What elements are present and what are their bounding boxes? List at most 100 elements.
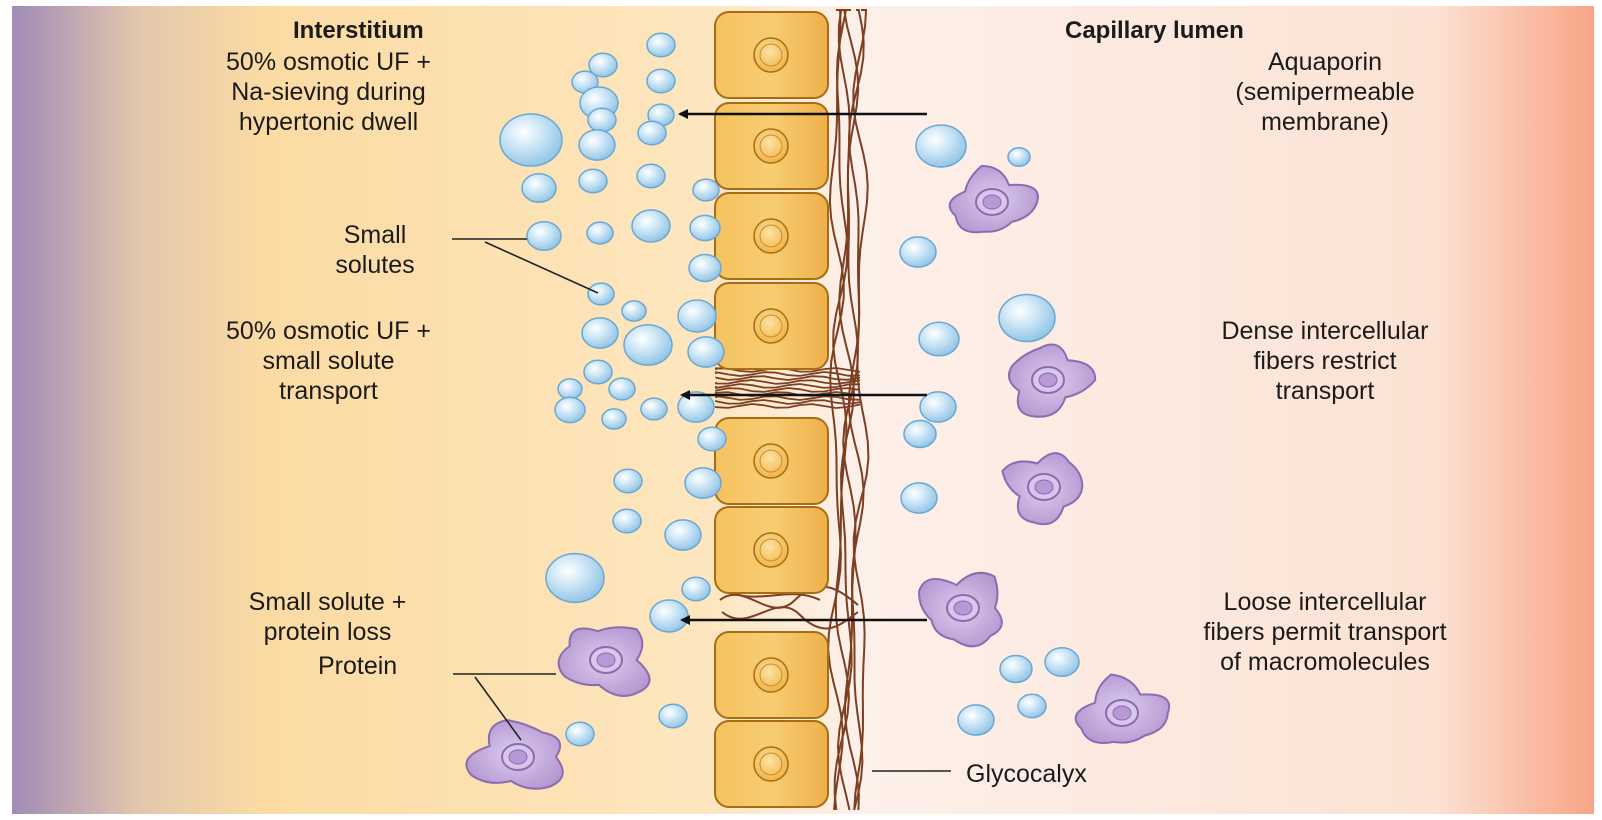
hypertonic-dwell-label: 50% osmotic UF + Na-sieving during hyper… [166, 47, 491, 137]
solute-bubble [647, 69, 675, 93]
protein-nucleus [954, 601, 972, 615]
solute-bubble [632, 210, 670, 242]
loose-fibers-line-3: of macromolecules [1140, 647, 1510, 677]
solute-bubble [566, 722, 594, 746]
protein-nucleus [509, 750, 527, 764]
solute-bubble [904, 421, 936, 448]
small-solutes-label: Small solutes [310, 220, 440, 280]
endothelial-cell [715, 12, 828, 98]
solute-bubble [678, 392, 714, 422]
solute-bubble [637, 164, 665, 188]
protein-nucleus [1039, 373, 1057, 387]
protein-loss-label: Small solute + protein loss [190, 587, 465, 647]
protein-loss-line-2: protein loss [190, 617, 465, 647]
interstitium-header: Interstitium [293, 16, 424, 46]
solute-bubble [622, 301, 646, 321]
solute-bubble [1008, 148, 1030, 166]
solute-bubble [588, 108, 616, 132]
loose-fibers-line-2: fibers permit transport [1140, 617, 1510, 647]
solute-bubble [609, 378, 635, 400]
small-solute-transport-line-3: transport [166, 376, 491, 406]
endothelial-cell [715, 418, 828, 504]
glycocalyx-label: Glycocalyx [966, 759, 1087, 789]
solute-bubble [690, 215, 720, 240]
protein-nucleus [1035, 480, 1053, 494]
aquaporin-label: Aquaporin (semipermeable membrane) [1175, 47, 1475, 137]
solute-bubble [900, 237, 936, 267]
cell-nucleus [754, 219, 788, 253]
solute-bubble [522, 174, 556, 203]
solute-bubble [555, 397, 585, 422]
solute-bubble [919, 322, 959, 356]
hypertonic-dwell-line-3: hypertonic dwell [166, 107, 491, 137]
solute-bubble [1045, 648, 1079, 677]
protein-label: Protein [318, 651, 397, 681]
protein-nucleus [983, 195, 1001, 209]
solute-bubble [527, 222, 561, 251]
solute-bubble [579, 169, 607, 193]
solute-bubble [688, 337, 724, 367]
solute-bubble [999, 294, 1055, 341]
endothelial-cell [715, 721, 828, 807]
solute-bubble [698, 427, 726, 451]
small-solutes-line-2: solutes [310, 250, 440, 280]
solute-bubble [665, 520, 701, 550]
cell-nucleus [754, 658, 788, 692]
endothelial-cell [715, 632, 828, 718]
aquaporin-line-3: membrane) [1175, 107, 1475, 137]
cell-nucleus [754, 309, 788, 343]
solute-bubble [500, 114, 562, 166]
protein-loss-line-1: Small solute + [190, 587, 465, 617]
solute-bubble [647, 33, 675, 57]
hypertonic-dwell-line-2: Na-sieving during [166, 77, 491, 107]
dense-fibers-line-1: Dense intercellular [1140, 316, 1510, 346]
endothelial-cell [715, 103, 828, 189]
solute-bubble [689, 255, 721, 282]
solute-bubble [624, 325, 672, 365]
aquaporin-line-1: Aquaporin [1175, 47, 1475, 77]
endothelial-cell [715, 507, 828, 593]
protein-nucleus [1113, 706, 1131, 720]
solute-bubble [685, 468, 721, 498]
solute-bubble [650, 600, 688, 632]
solute-bubble [920, 392, 956, 422]
solute-bubble [587, 222, 613, 244]
protein-nucleus [597, 653, 615, 667]
solute-bubble [678, 300, 716, 332]
solute-bubble [602, 409, 626, 429]
solute-bubble [638, 121, 666, 145]
solute-bubble [584, 360, 612, 384]
loose-fibers-line-1: Loose intercellular [1140, 587, 1510, 617]
solute-bubble [958, 705, 994, 735]
loose-fibers-label: Loose intercellular fibers permit transp… [1140, 587, 1510, 677]
small-solutes-line-1: Small [310, 220, 440, 250]
cell-nucleus [754, 38, 788, 72]
endothelial-cell [715, 283, 828, 369]
solute-bubble [659, 704, 687, 728]
solute-bubble [588, 283, 614, 305]
solute-bubble [614, 469, 642, 493]
solute-bubble [682, 577, 710, 601]
aquaporin-line-2: (semipermeable [1175, 77, 1475, 107]
solute-bubble [546, 554, 604, 603]
cell-nucleus [754, 129, 788, 163]
solute-bubble [901, 483, 937, 513]
cell-nucleus [754, 444, 788, 478]
solute-bubble [1018, 694, 1046, 718]
solute-bubble [693, 179, 719, 201]
small-solute-transport-line-1: 50% osmotic UF + [166, 316, 491, 346]
dense-fibers-line-2: fibers restrict [1140, 346, 1510, 376]
solute-bubble [916, 125, 966, 167]
dense-fibers-line-3: transport [1140, 376, 1510, 406]
capillary-lumen-header: Capillary lumen [1065, 16, 1244, 46]
endothelial-cell [715, 193, 828, 279]
cell-nucleus [754, 747, 788, 781]
dense-fibers-label: Dense intercellular fibers restrict tran… [1140, 316, 1510, 406]
small-solute-transport-label: 50% osmotic UF + small solute transport [166, 316, 491, 406]
solute-bubble [641, 398, 667, 420]
cell-nucleus [754, 533, 788, 567]
solute-bubble [613, 509, 641, 533]
solute-bubble [1000, 656, 1032, 683]
hypertonic-dwell-line-1: 50% osmotic UF + [166, 47, 491, 77]
